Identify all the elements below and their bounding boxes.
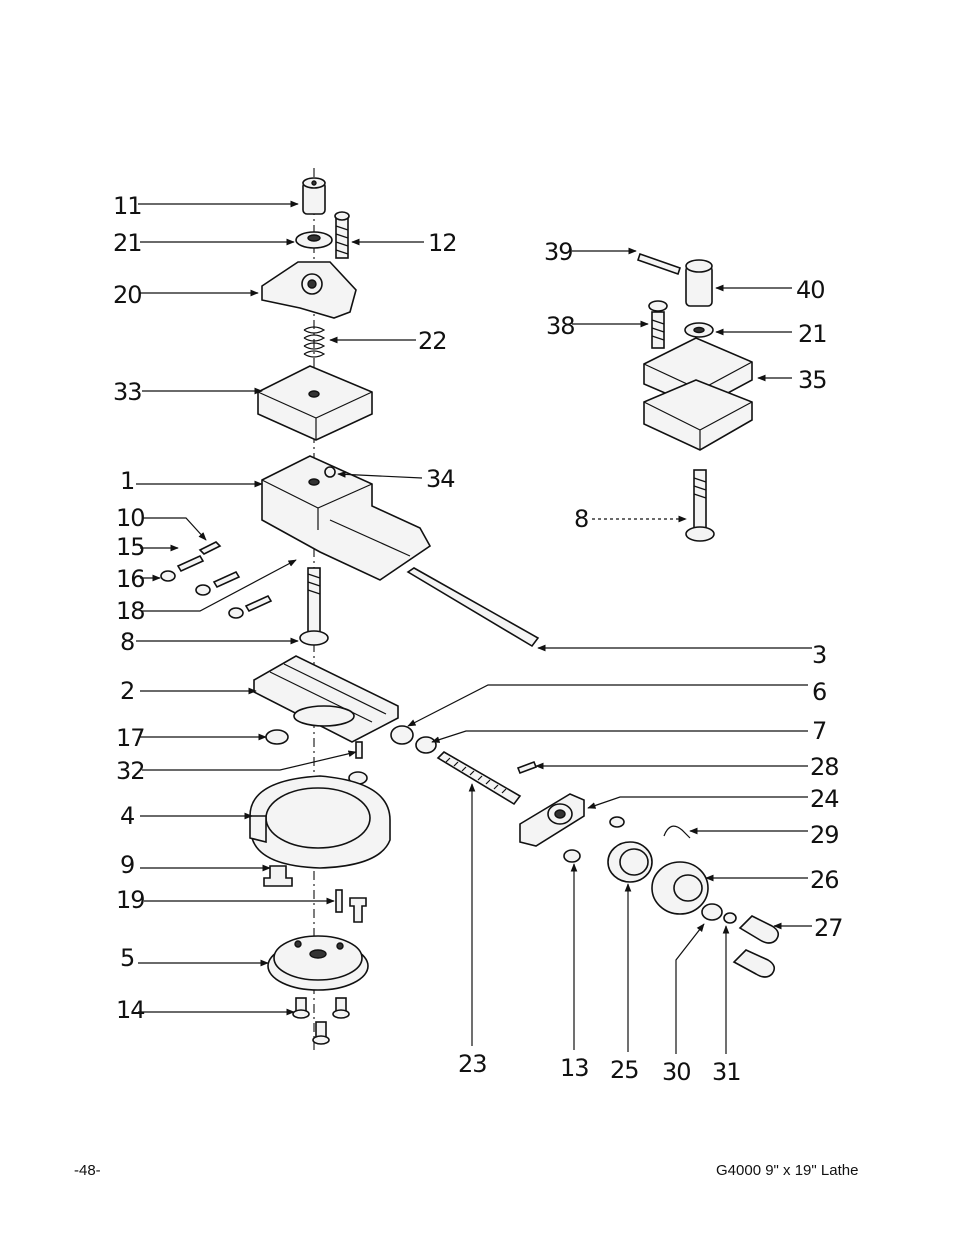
label-part-8: 8 <box>120 628 135 656</box>
label-part-4: 4 <box>120 802 135 830</box>
label-part-21-right: 21 <box>798 320 828 348</box>
label-part-15: 15 <box>116 533 146 561</box>
label-part-5: 5 <box>120 944 135 972</box>
label-part-9: 9 <box>120 851 135 879</box>
label-part-34: 34 <box>426 465 456 493</box>
label-part-3: 3 <box>812 641 827 669</box>
part-22-spring <box>303 326 326 358</box>
label-part-11: 11 <box>113 192 143 220</box>
part-21-washer-right <box>684 322 714 338</box>
label-part-18: 18 <box>116 597 146 625</box>
part-4-swivel-base <box>249 775 391 869</box>
parts-6-7-bushings <box>390 725 437 754</box>
label-part-25: 25 <box>610 1056 640 1084</box>
label-part-10: 10 <box>116 504 146 532</box>
gib-screws-group <box>160 541 273 619</box>
part-8-bolt <box>299 567 329 646</box>
part-20-plate <box>261 261 357 319</box>
page-number: -48- <box>74 1162 101 1179</box>
part-40-cap <box>685 259 713 307</box>
part-2-cross-slide <box>253 655 399 743</box>
label-part-7: 7 <box>812 717 827 745</box>
part-35-tool-post <box>643 337 753 451</box>
manual-title: G4000 9" x 19" Lathe <box>716 1162 859 1179</box>
part-25-dial <box>607 816 653 883</box>
part-21-washer <box>295 231 333 249</box>
part-1-compound-slide <box>261 455 432 581</box>
part-24-bracket <box>519 793 585 847</box>
label-part-22: 22 <box>418 327 448 355</box>
label-part-29: 29 <box>810 821 840 849</box>
part-39-handle <box>636 252 682 276</box>
part-38-screw <box>648 300 668 349</box>
label-part-27: 27 <box>814 914 844 942</box>
label-part-6: 6 <box>812 678 827 706</box>
part-11-nut <box>302 177 326 215</box>
label-part-12: 12 <box>428 229 458 257</box>
label-part-21: 21 <box>113 229 143 257</box>
part-5-dial-plate <box>267 935 369 991</box>
label-part-31: 31 <box>712 1058 742 1086</box>
label-part-38: 38 <box>546 312 576 340</box>
label-part-39: 39 <box>544 238 574 266</box>
label-part-17: 17 <box>116 724 146 752</box>
label-part-35: 35 <box>798 366 828 394</box>
label-part-13: 13 <box>560 1054 590 1082</box>
label-part-19: 19 <box>116 886 146 914</box>
label-part-8-right: 8 <box>574 505 589 533</box>
label-part-1: 1 <box>120 467 135 495</box>
parts-9-19 <box>263 865 367 923</box>
part-26-handwheel <box>651 825 709 915</box>
part-14-screws <box>292 997 350 1045</box>
label-part-2: 2 <box>120 677 135 705</box>
label-part-23: 23 <box>458 1050 488 1078</box>
label-part-20: 20 <box>113 281 143 309</box>
label-part-33: 33 <box>113 378 143 406</box>
label-part-24: 24 <box>810 785 840 813</box>
part-3-gib <box>406 567 540 648</box>
parts-27-30-31-handles <box>701 903 780 978</box>
part-23-leadscrew <box>436 750 522 806</box>
part-12-screw <box>334 211 350 259</box>
label-part-16: 16 <box>116 565 146 593</box>
label-part-32: 32 <box>116 757 146 785</box>
label-part-28: 28 <box>810 753 840 781</box>
parts-28-13 <box>516 760 581 863</box>
label-part-26: 26 <box>810 866 840 894</box>
label-part-40: 40 <box>796 276 826 304</box>
part-33-block <box>257 365 373 441</box>
part-8-bolt-right <box>685 469 715 542</box>
label-part-14: 14 <box>116 996 146 1024</box>
label-part-30: 30 <box>662 1058 692 1086</box>
leader-lines <box>136 200 812 1054</box>
